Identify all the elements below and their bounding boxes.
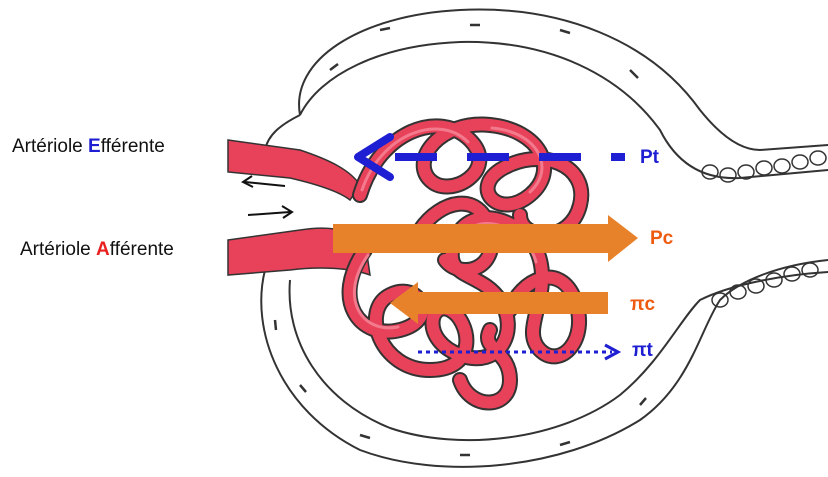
capillary-tuft xyxy=(350,125,582,403)
pic-label: πc xyxy=(630,294,655,316)
efferent-arteriole xyxy=(228,140,360,200)
efferent-label-rest: fférente xyxy=(101,136,165,157)
afferent-label: Artériole Afférente xyxy=(20,239,174,261)
pt-label: Pt xyxy=(640,147,659,169)
pc-label: Pc xyxy=(650,228,673,250)
efferent-label: Artériole Efférente xyxy=(12,136,165,158)
afferent-label-rest: fférente xyxy=(110,239,174,260)
flow-arrow-afferent xyxy=(248,206,292,218)
tubule-cells xyxy=(702,151,826,307)
efferent-label-prefix: Artériole xyxy=(12,136,88,157)
pit-label: πt xyxy=(632,340,653,362)
afferent-initial: A xyxy=(96,239,110,260)
efferent-initial: E xyxy=(88,136,101,157)
afferent-label-prefix: Artériole xyxy=(20,239,96,260)
